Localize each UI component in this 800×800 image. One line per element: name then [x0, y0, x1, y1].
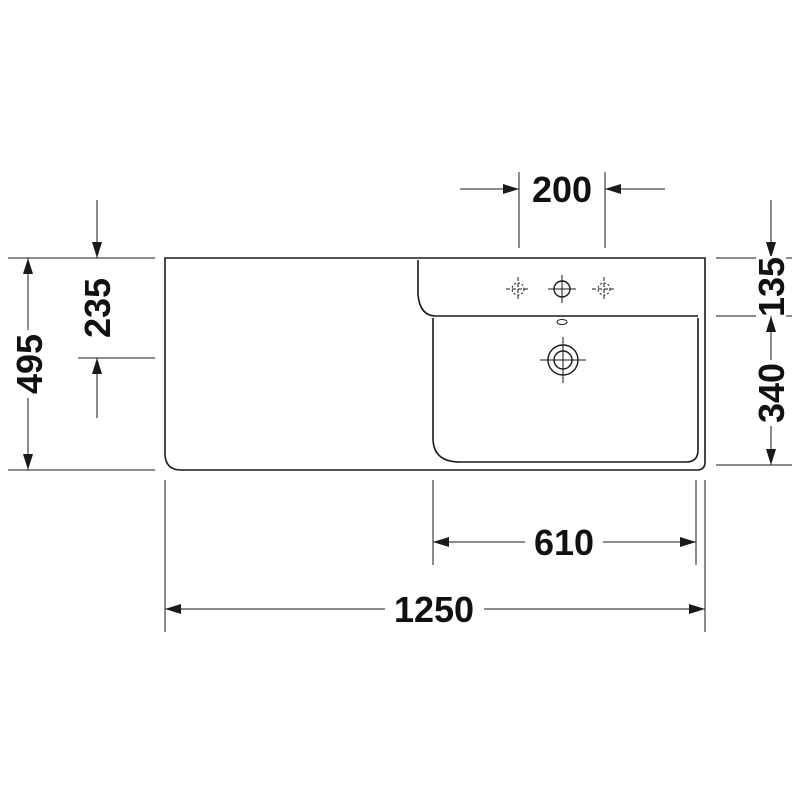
dimension-left-495: 495 — [8, 257, 155, 471]
dimension-label: 1250 — [394, 589, 474, 630]
tap-hole-center — [548, 275, 576, 303]
dimension-label: 340 — [751, 363, 792, 423]
tap-hole-left — [506, 277, 530, 301]
overflow-hole — [556, 319, 568, 325]
dimension-label: 200 — [532, 169, 592, 210]
dimension-label: 495 — [9, 334, 50, 394]
dimension-right-340: 340 — [716, 316, 792, 466]
dimension-right-135: 135 — [716, 200, 792, 324]
dimension-label: 235 — [77, 278, 118, 338]
dimension-label: 610 — [534, 522, 594, 563]
tap-hole-right — [592, 277, 616, 301]
drain-icon — [540, 337, 586, 383]
dimension-left-235: 235 — [77, 200, 155, 418]
dimension-top-200: 200 — [460, 169, 665, 248]
dimension-bottom-1250: 1250 — [164, 480, 706, 632]
basin-outline — [164, 257, 706, 471]
dimension-label: 135 — [751, 257, 792, 317]
dimension-bottom-610: 610 — [432, 480, 697, 565]
